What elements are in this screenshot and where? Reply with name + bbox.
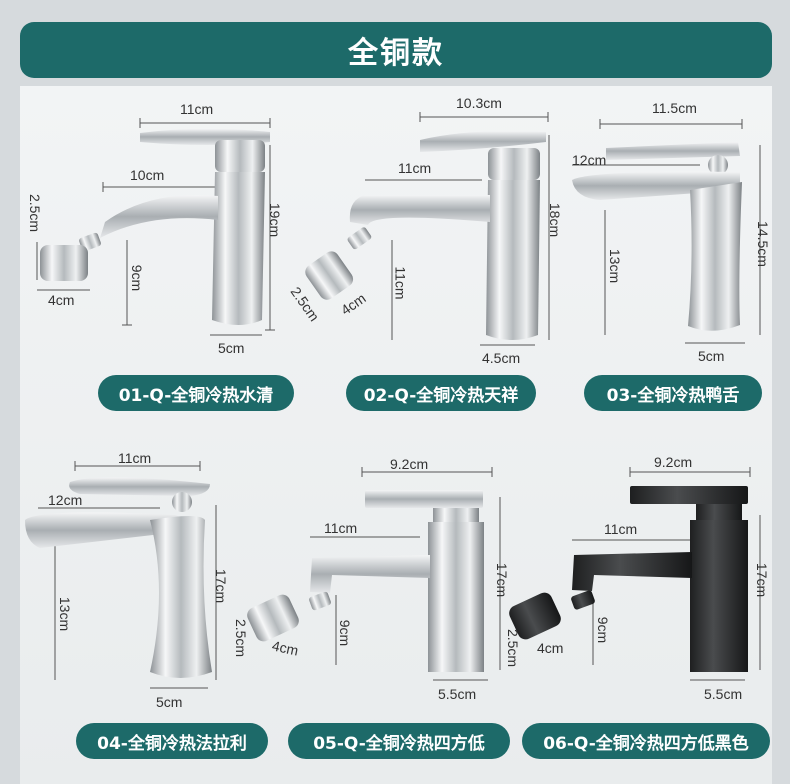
faucet-06-spout-dim: 11cm	[604, 521, 638, 537]
faucet-02-label: 02-Q-全铜冷热天祥	[346, 375, 536, 411]
faucet-06-label: 06-Q-全铜冷热四方低黑色	[522, 723, 770, 759]
faucet-03-label: 03-全铜冷热鸭舌	[584, 375, 762, 411]
faucet-03-top-dim: 11.5cm	[652, 100, 697, 116]
faucet-06-base-dim: 5.5cm	[704, 686, 743, 702]
faucet-01-base-dim: 5cm	[218, 340, 245, 356]
faucet-04-base-dim: 5cm	[156, 694, 183, 710]
faucet-06-spout-h-dim: 9cm	[595, 616, 612, 644]
faucet-06-aerator-h-dim: 2.5cm	[505, 628, 522, 668]
faucet-05-spout-dim: 11cm	[324, 520, 358, 536]
faucet-03-base-dim: 5cm	[698, 348, 725, 364]
faucet-01-top-dim: 11cm	[180, 101, 214, 117]
faucet-03-spout-dim: 12cm	[572, 152, 607, 168]
faucet-02-spout-dim: 11cm	[398, 160, 432, 176]
faucet-05-top-dim: 9.2cm	[390, 456, 429, 472]
faucet-05-label: 05-Q-全铜冷热四方低	[288, 723, 510, 759]
faucet-04-spout-dim: 12cm	[48, 492, 83, 508]
faucet-06-height-dim: 17cm	[754, 562, 771, 598]
faucet-06-aerator-w-dim: 4cm	[537, 640, 564, 656]
faucet-02-top-dim: 10.3cm	[456, 95, 502, 111]
faucet-04-top-dim: 11cm	[118, 450, 152, 466]
faucet-01-label: 01-Q-全铜冷热水清	[98, 375, 294, 411]
faucet-04-label: 04-全铜冷热法拉利	[76, 723, 268, 759]
faucet-06-top-dim: 9.2cm	[654, 454, 693, 470]
faucet-05-base-dim: 5.5cm	[438, 686, 477, 702]
page-title: 全铜款	[20, 22, 772, 78]
faucet-01-spout-dim: 10cm	[130, 167, 165, 183]
faucet-01-aerator-w-dim: 4cm	[48, 292, 75, 308]
faucet-02-base-dim: 4.5cm	[482, 350, 521, 366]
